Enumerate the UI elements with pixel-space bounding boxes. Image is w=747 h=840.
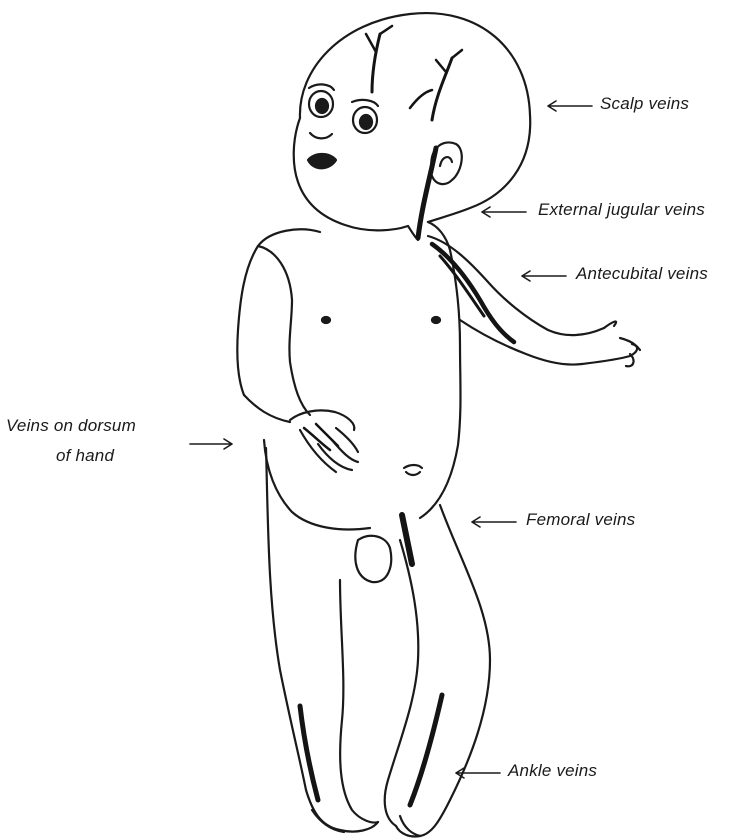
label-external-jugular-veins: External jugular veins bbox=[538, 200, 705, 220]
arrow-scalp bbox=[548, 101, 592, 111]
label-ankle-veins: Ankle veins bbox=[508, 761, 597, 781]
arrow-ankle bbox=[456, 768, 500, 778]
arrow-femoral bbox=[472, 517, 516, 527]
arrow-jugular bbox=[482, 207, 526, 217]
label-antecubital-veins: Antecubital veins bbox=[576, 264, 708, 284]
label-dorsum-line1: Veins on dorsum bbox=[6, 416, 136, 436]
label-scalp-veins: Scalp veins bbox=[600, 94, 689, 114]
arrow-antecubital bbox=[522, 271, 566, 281]
label-femoral-veins: Femoral veins bbox=[526, 510, 635, 530]
label-dorsum-line2: of hand bbox=[56, 446, 114, 466]
arrow-dorsum bbox=[190, 439, 232, 449]
